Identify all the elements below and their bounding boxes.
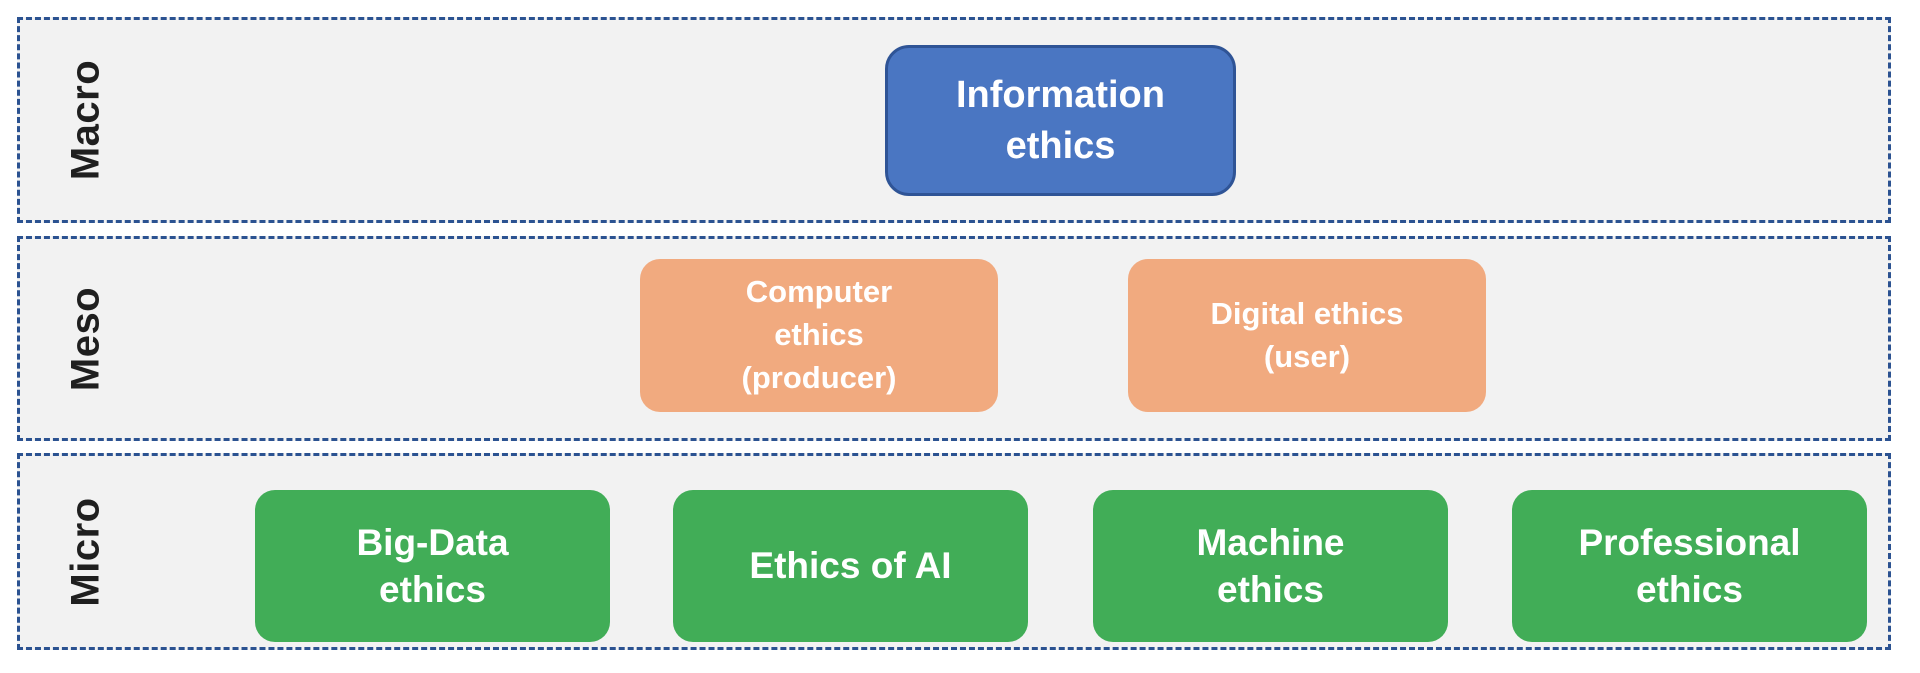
band-label-macro: Macro <box>63 59 108 181</box>
node-digital-ethics-user: Digital ethics (user) <box>1128 259 1486 412</box>
node-machine-ethics: Machine ethics <box>1093 490 1448 642</box>
node-big-data-ethics: Big-Data ethics <box>255 490 610 642</box>
band-label-meso: Meso <box>63 286 108 391</box>
node-information-ethics: Information ethics <box>885 45 1236 196</box>
band-label-micro: Micro <box>63 496 108 607</box>
node-computer-ethics-producer: Computer ethics (producer) <box>640 259 998 412</box>
band-macro: Macro Information ethics <box>17 17 1891 223</box>
node-ethics-of-ai: Ethics of AI <box>673 490 1028 642</box>
band-micro: Micro Big-Data ethics Ethics of AI Machi… <box>17 453 1891 650</box>
band-meso: Meso Computer ethics (producer) Digital … <box>17 236 1891 441</box>
node-professional-ethics: Professional ethics <box>1512 490 1867 642</box>
